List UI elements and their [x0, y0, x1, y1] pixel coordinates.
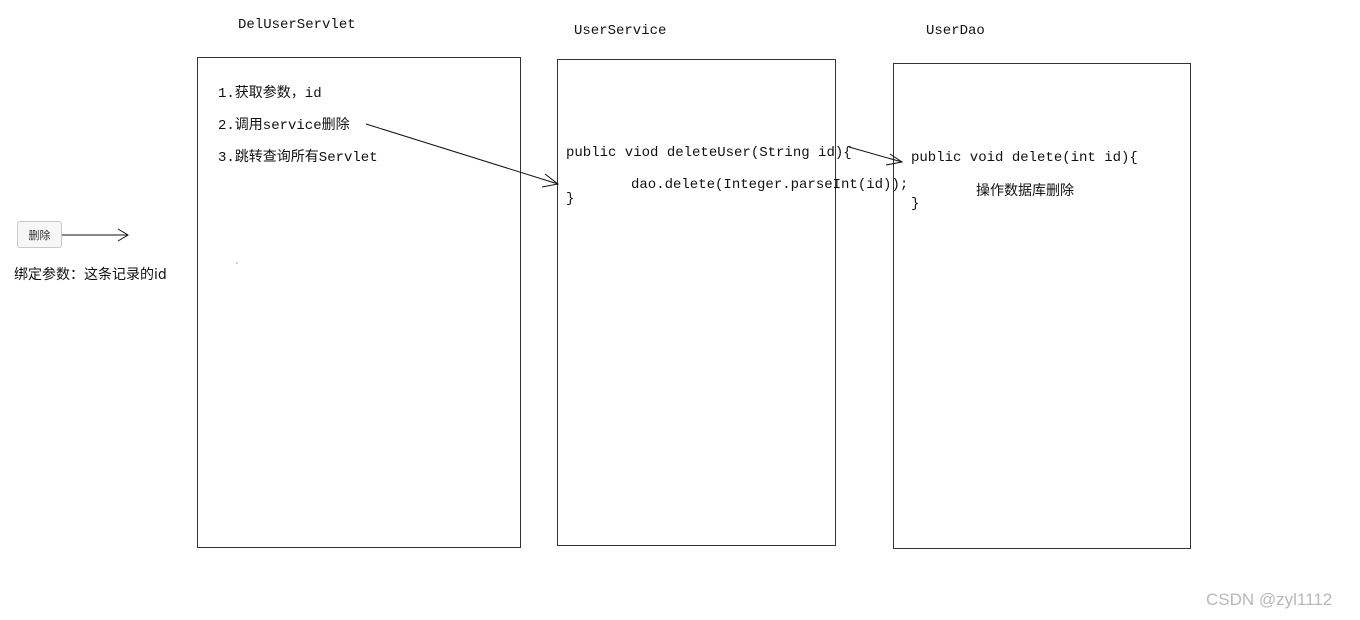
- dao-title: UserDao: [926, 23, 985, 39]
- arrowhead-service: [541, 173, 560, 188]
- watermark: CSDN @zyl1112: [1206, 590, 1333, 609]
- dao-body: 操作数据库删除: [976, 183, 1074, 199]
- stray-dot: [236, 262, 238, 264]
- servlet-title: DelUserServlet: [238, 17, 356, 33]
- arrow-servlet-to-service: [365, 123, 559, 185]
- servlet-box: [197, 57, 521, 548]
- service-signature: public viod deleteUser(String id){: [566, 145, 852, 161]
- servlet-step-2: 2.调用service删除: [218, 118, 350, 134]
- service-box: [557, 59, 836, 546]
- service-body: dao.delete(Integer.parseInt(id));: [631, 177, 909, 193]
- service-title: UserService: [574, 23, 667, 39]
- arrow-service-to-dao: [848, 146, 903, 163]
- arrowhead-dao: [885, 153, 904, 166]
- dao-signature: public void delete(int id){: [911, 150, 1138, 166]
- bind-param-caption: 绑定参数：这条记录的id: [14, 267, 167, 283]
- dao-box: [893, 63, 1191, 549]
- servlet-step-3: 3.跳转查询所有Servlet: [218, 150, 378, 166]
- service-close: }: [566, 191, 575, 207]
- delete-button[interactable]: 删除: [17, 221, 62, 248]
- arrowhead-button: [117, 228, 129, 242]
- servlet-step-1: 1.获取参数，id: [218, 86, 322, 102]
- dao-close: }: [911, 196, 920, 212]
